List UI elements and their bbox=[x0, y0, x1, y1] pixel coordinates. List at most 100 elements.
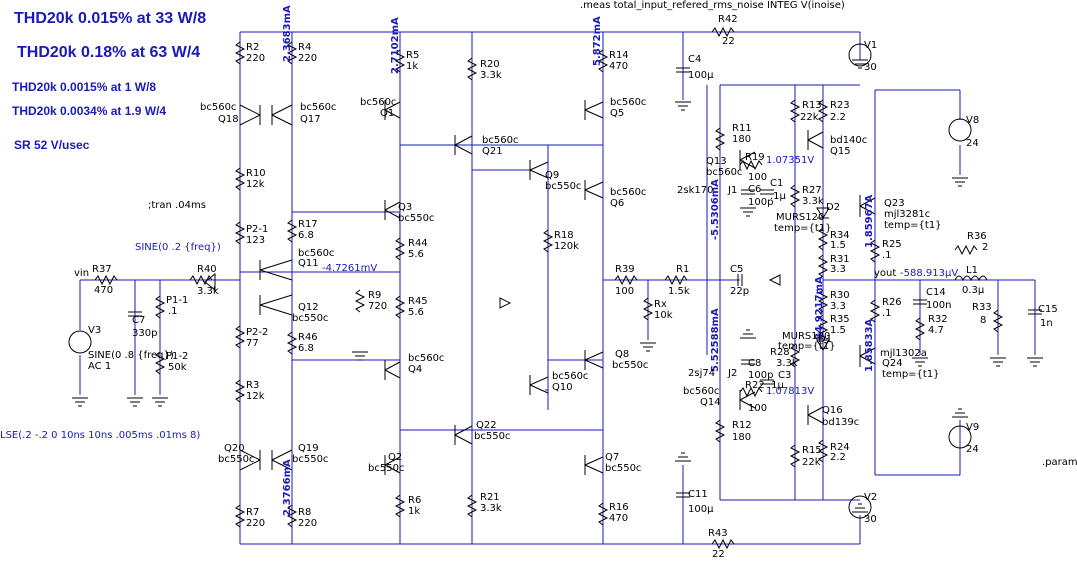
inductor-symbol bbox=[954, 275, 988, 282]
ref-R10: R10 bbox=[246, 168, 266, 179]
ref-R19: R19 bbox=[745, 152, 765, 163]
val-Q18: bc560c bbox=[200, 102, 236, 113]
val-R3: 12k bbox=[246, 391, 265, 402]
val-P2-1: 123 bbox=[246, 235, 265, 246]
val-Q21: bc560c bbox=[482, 135, 518, 146]
ref-Q17: Q17 bbox=[300, 114, 321, 125]
val-Q15: bd140c bbox=[830, 135, 867, 146]
val-Q22: bc550c bbox=[474, 431, 510, 442]
val-Q17: bc560c bbox=[300, 102, 336, 113]
ref-R24: R24 bbox=[830, 442, 850, 453]
val-R6: 1k bbox=[408, 506, 420, 517]
val-R42: 22 bbox=[722, 36, 735, 47]
i-j1: -5.5306mA bbox=[710, 179, 721, 240]
val-L1: 0.3µ bbox=[962, 285, 985, 296]
val-C4: 100µ bbox=[688, 70, 714, 81]
source-labels: V3 SINE(0 .8 {freq}) AC 1 V1 30 V2 30 V8… bbox=[88, 40, 979, 525]
i-j2: 5.52588mA bbox=[710, 308, 721, 372]
param-directive: .param bbox=[1042, 457, 1077, 468]
val-R21: 3.3k bbox=[480, 503, 502, 514]
voltage-sources bbox=[68, 43, 972, 519]
ref-R39: R39 bbox=[615, 264, 635, 275]
yout-label: yout bbox=[874, 268, 896, 279]
val-R27: 3.3k bbox=[802, 196, 824, 207]
i-q19: 2.3766mA bbox=[282, 459, 293, 516]
ref-C11: C11 bbox=[688, 489, 708, 500]
val-R40: 3.3k bbox=[197, 286, 219, 297]
tran-directive: ;tran .04ms bbox=[148, 200, 206, 211]
ref-R8: R8 bbox=[298, 507, 311, 518]
ref-Q14: Q14 bbox=[700, 397, 721, 408]
val-R46: 6.8 bbox=[298, 343, 314, 354]
val-Q11: bc560c bbox=[298, 248, 334, 259]
val-R22: 100 bbox=[748, 403, 767, 414]
val-R32: 4.7 bbox=[928, 325, 944, 336]
val-Q24: mjl1302a bbox=[880, 348, 927, 359]
val-R7: 220 bbox=[246, 518, 265, 529]
val-Q23: mjl3281c bbox=[884, 209, 930, 220]
r22-voltage: 1.07813V bbox=[766, 386, 814, 397]
ref-P1-1: P1-1 bbox=[166, 295, 188, 306]
yout-voltage: -588.913µV bbox=[900, 268, 958, 279]
ref-R20: R20 bbox=[480, 59, 500, 70]
i-q17: 2.3683mA bbox=[282, 5, 293, 62]
ref-R21: R21 bbox=[480, 492, 500, 503]
val-C15: 1n bbox=[1040, 318, 1053, 329]
ref-P2-2: P2-2 bbox=[246, 327, 268, 338]
meas-directive: .meas total_input_refered_rms_noise INTE… bbox=[580, 0, 845, 11]
val-R33: 8 bbox=[980, 315, 986, 326]
val-J2: 2sj74 bbox=[688, 368, 715, 379]
ref-C15: C15 bbox=[1038, 304, 1058, 315]
val-Q6: bc560c bbox=[610, 187, 646, 198]
ref-R17: R17 bbox=[298, 219, 318, 230]
val-Q3: bc550c bbox=[398, 213, 434, 224]
ref-Q16: Q16 bbox=[822, 405, 843, 416]
ref-Q23: Q23 bbox=[884, 198, 905, 209]
val-R17: 6.8 bbox=[298, 230, 314, 241]
capacitor-symbols bbox=[128, 67, 1042, 498]
val-C6: 100p bbox=[748, 197, 773, 208]
i-q5: 5.872mA bbox=[592, 16, 603, 66]
val-R9: 720 bbox=[368, 301, 387, 312]
ref-R11: R11 bbox=[732, 123, 752, 134]
ref-R2: R2 bbox=[246, 42, 259, 53]
temp-q24: temp={t1} bbox=[882, 369, 940, 380]
val-Rx: 10k bbox=[654, 310, 673, 321]
ref-R33: R33 bbox=[972, 302, 992, 313]
ref-R36: R36 bbox=[967, 231, 987, 242]
ref-R23: R23 bbox=[830, 100, 850, 111]
i-r30: 84.9217mA bbox=[814, 276, 825, 340]
sine-directive: SINE(0 .2 {freq}) bbox=[135, 242, 221, 253]
temp-d2: temp={t1} bbox=[774, 223, 832, 234]
ref-R34: R34 bbox=[830, 230, 850, 241]
v3-ac: AC 1 bbox=[88, 361, 111, 372]
val-R28: 3.3k bbox=[776, 358, 798, 369]
v8-ref: V8 bbox=[966, 115, 979, 126]
val-Q5: bc560c bbox=[610, 97, 646, 108]
v2-value: 30 bbox=[864, 514, 877, 525]
ref-R5: R5 bbox=[406, 50, 419, 61]
val-R26: .1 bbox=[882, 308, 892, 319]
ref-R45: R45 bbox=[408, 296, 428, 307]
v2-ref: V2 bbox=[864, 492, 877, 503]
i-q1: 2.7102mA bbox=[390, 17, 401, 74]
ref-R7: R7 bbox=[246, 507, 259, 518]
val-R14: 470 bbox=[609, 61, 628, 72]
ref-Q15: Q15 bbox=[830, 146, 851, 157]
ref-P2-1: P2-1 bbox=[246, 224, 268, 235]
val-R35: 1.5 bbox=[830, 325, 846, 336]
vin-label: vin bbox=[74, 268, 89, 279]
val-R5: 1k bbox=[406, 61, 418, 72]
ref-R32: R32 bbox=[928, 314, 948, 325]
ref-P1-2: P1-2 bbox=[166, 351, 188, 362]
val-R2: 220 bbox=[246, 53, 265, 64]
current-labels: 2.3683mA 2.7102mA 5.872mA 2.3766mA -5.53… bbox=[282, 5, 875, 516]
val-C14: 100n bbox=[926, 300, 951, 311]
val-C3: .1µ bbox=[768, 380, 785, 391]
ref-C4: C4 bbox=[688, 54, 701, 65]
ref-R27: R27 bbox=[802, 185, 822, 196]
transistor-symbols bbox=[239, 100, 876, 475]
ref-C3: C3 bbox=[778, 370, 791, 381]
val-C1: .1µ bbox=[770, 191, 787, 202]
